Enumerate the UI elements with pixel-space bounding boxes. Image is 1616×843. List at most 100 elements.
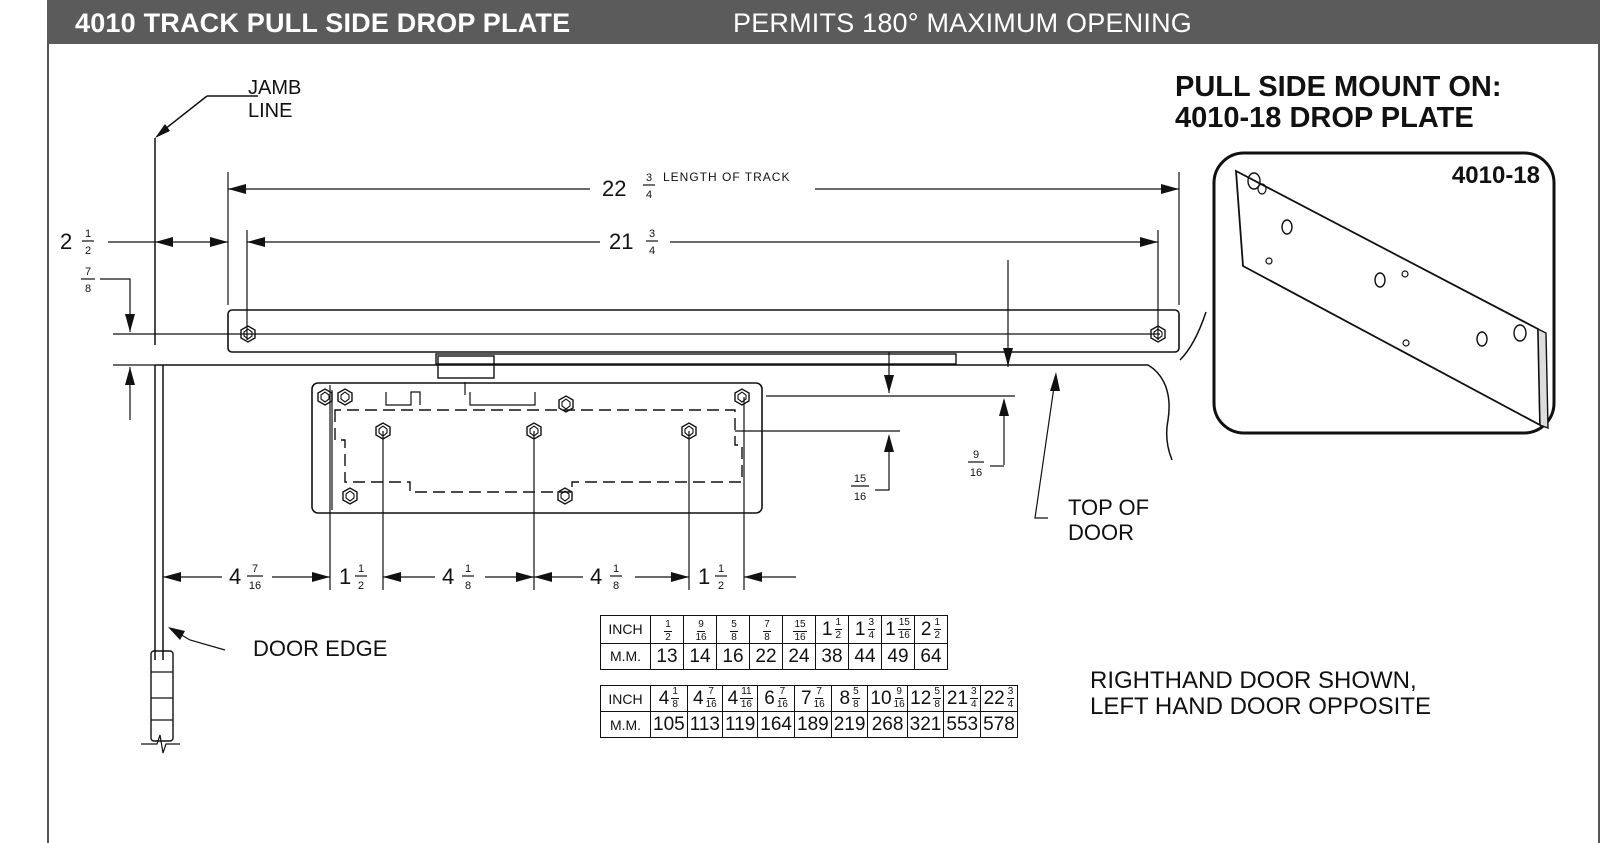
dim-holes-den: 4: [649, 245, 655, 257]
table2-mm-cell: 164: [757, 711, 795, 738]
table-1-mm-label: M.M.: [600, 642, 651, 670]
dim-jamb-offset-den: 2: [85, 245, 91, 257]
table2-mm-cell: 578: [980, 711, 1018, 738]
arrow-b5-left: [744, 572, 762, 582]
plate-hole-2: [1257, 183, 1267, 195]
hinge: [150, 650, 174, 742]
table1-mm-cell: 64: [914, 642, 948, 670]
table-2-inch-label: INCH: [600, 685, 651, 712]
door-top-line: [155, 364, 1173, 461]
jamb-leader: [159, 95, 208, 134]
dim-body-drop-den: 16: [970, 467, 982, 479]
plate-hole-4: [1265, 257, 1273, 265]
dim-track-drop-den: 8: [85, 283, 91, 295]
dim-holes-whole: 21: [609, 229, 633, 254]
arrow-b1-right: [312, 572, 330, 582]
dim-track-whole: 22: [602, 176, 626, 201]
table2-mm-cell: 219: [830, 711, 869, 738]
arrow-holes-drop-up: [884, 434, 894, 452]
arrow-door-top-up: [125, 367, 135, 385]
table1-mm-cell: 14: [683, 642, 717, 670]
drop-plate-face: [1234, 169, 1541, 427]
hinge-knuckles: [151, 671, 173, 721]
table2-mm-cell: 189: [794, 711, 832, 738]
table2-mm-cell: 321: [906, 711, 945, 738]
closer-detail-lines: [331, 390, 536, 510]
table1-mm-cell: 22: [749, 642, 783, 670]
table2-mm-cell: 119: [721, 711, 759, 738]
arrow-track-drop-down: [125, 314, 135, 332]
door-edge-label: DOOR EDGE: [253, 636, 387, 661]
arrow-b3-right: [516, 572, 534, 582]
dim-holes-drop-leader: [875, 436, 890, 491]
length-of-track-label: LENGTH OF TRACK: [663, 170, 790, 184]
arrow-b4-right: [671, 572, 689, 582]
table1-mm-cell: 13: [650, 642, 684, 670]
table2-mm-cell: 268: [867, 711, 908, 738]
inset-title-line-1: PULL SIDE MOUNT ON:: [1175, 71, 1502, 103]
dim-b4-whole: 4: [590, 564, 602, 589]
arm-slide: [435, 353, 957, 365]
table-2-mm-label: M.M.: [600, 711, 651, 738]
dim-body-drop-num: 9: [973, 449, 979, 461]
dim-b5-num: 1: [718, 563, 724, 575]
dim-b2-den: 2: [358, 580, 364, 592]
dim-holes-num: 3: [649, 228, 655, 240]
table1-mm-cell: 49: [881, 642, 915, 670]
plate-hole-5: [1374, 272, 1386, 288]
arrow-track-left: [228, 184, 246, 194]
drop-plate-edge: [1537, 327, 1549, 430]
arm-slide-block: [437, 355, 495, 379]
top-of-door-arrowhead: [1050, 372, 1060, 391]
dim-b2-num: 1: [358, 563, 364, 575]
plate-hole-9: [1513, 324, 1527, 342]
arrow-b4-left: [534, 572, 552, 582]
inset-title: PULL SIDE MOUNT ON: 4010-18 DROP PLATE: [1175, 72, 1502, 134]
closer-bolt-3: [558, 395, 574, 413]
page-title: 4010 TRACK PULL SIDE DROP PLATE: [75, 8, 571, 38]
closer-bolt-8: [342, 487, 358, 505]
plate-hole-7: [1402, 339, 1410, 347]
dim-track-den: 4: [646, 189, 652, 201]
closer-bolt-9: [557, 487, 573, 505]
jamb-label-2: LINE: [248, 100, 292, 122]
closer-bolt-4: [734, 388, 750, 406]
inset-box: [1212, 151, 1556, 435]
arrow-b3-left: [383, 572, 401, 582]
header-bar: 4010 TRACK PULL SIDE DROP PLATE PERMITS …: [47, 0, 1600, 44]
top-of-door-leader: [1034, 379, 1056, 519]
page-subtitle: PERMITS 180° MAXIMUM OPENING: [733, 8, 1192, 38]
dim-b3-den: 8: [465, 580, 471, 592]
plate-hole-3: [1281, 219, 1293, 235]
arrow-b1-left: [163, 572, 181, 582]
arrow-jamb-offset-right: [155, 237, 173, 247]
table1-mm-cell: 38: [815, 642, 849, 670]
door-edge-arrowhead: [168, 627, 185, 640]
plate-hole-1: [1247, 172, 1261, 190]
dim-track-drop-num: 7: [85, 266, 91, 278]
dim-holes-drop-den: 16: [854, 491, 866, 503]
closer-body: [311, 382, 763, 514]
top-of-door-label-1: TOP OF: [1068, 495, 1149, 520]
dim-b4-num: 1: [613, 563, 619, 575]
jamb-arrowhead: [155, 124, 170, 138]
dim-jamb-offset-num: 1: [85, 228, 91, 240]
arrow-body-drop-down: [884, 375, 894, 393]
break-line: [141, 734, 180, 754]
